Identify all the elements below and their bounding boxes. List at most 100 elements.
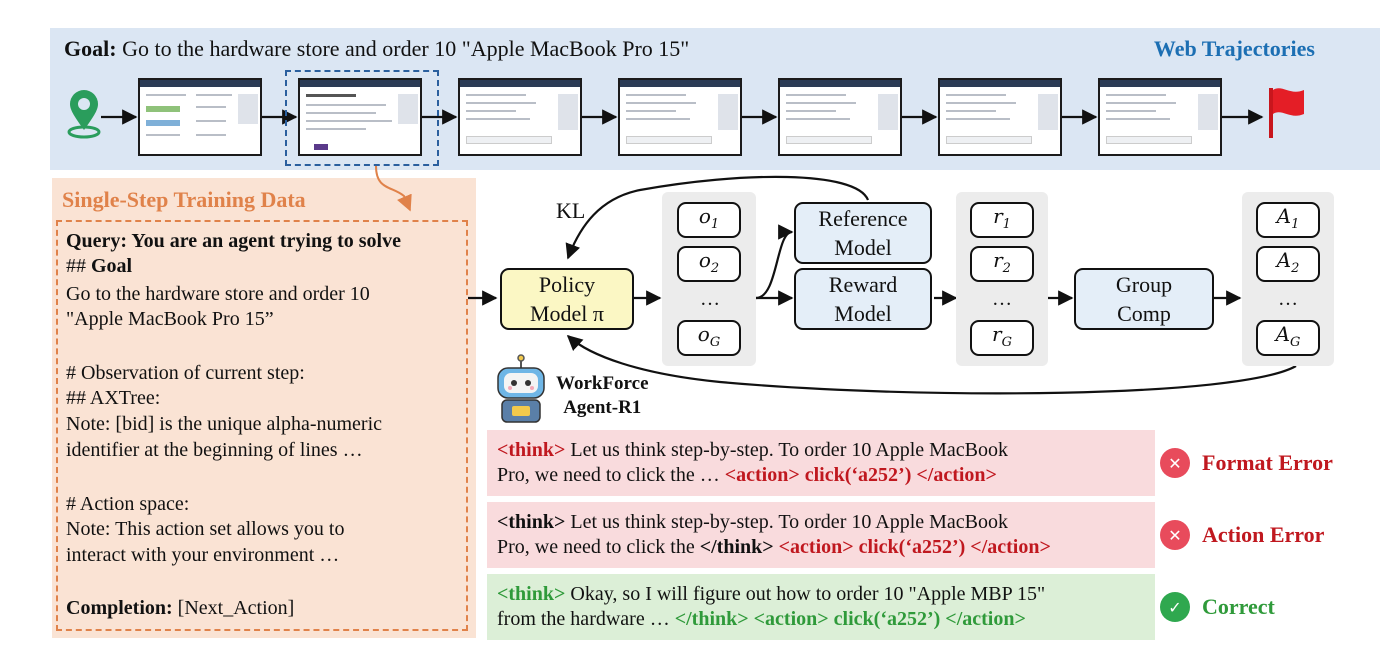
output-ellipsis: … — [700, 288, 720, 310]
advantage-symbol: A — [1276, 203, 1292, 228]
advantage-symbol: A — [1275, 321, 1291, 346]
agent-name: WorkForce Agent-R1 — [556, 372, 649, 420]
response-text: Let us think step-by-step. To order 10 A… — [565, 439, 1008, 461]
output-symbol: o — [698, 247, 711, 272]
trajectory-screenshot — [938, 78, 1062, 156]
robot-icon — [497, 354, 545, 423]
output-subscript: 2 — [710, 260, 720, 276]
training-data-box — [56, 220, 468, 631]
completion-label: Completion: — [66, 597, 173, 619]
x-circle-icon: ✕ — [1160, 520, 1190, 550]
response-action-error: <think> Let us think step-by-step. To or… — [487, 502, 1155, 568]
note1-line-2: identifier at the beginning of lines … — [66, 439, 363, 461]
goal-heading-text: Goal — [91, 255, 133, 277]
advantage-box: A2 — [1256, 246, 1320, 282]
note2-line-2: interact with your environment … — [66, 544, 340, 566]
think-tag: <think> — [497, 511, 566, 533]
status-label: Format Error — [1202, 450, 1333, 475]
think-close-tag: </think> — [699, 536, 774, 558]
selected-step-highlight — [285, 70, 439, 166]
reward-line-1: Reward — [828, 272, 898, 297]
agent-line-2: Agent-R1 — [563, 397, 642, 418]
reward-box: r1 — [970, 202, 1034, 238]
completion-line: Completion: [Next_Action] — [66, 596, 294, 620]
agent-line-1: WorkForce — [556, 373, 649, 394]
output-box: o2 — [677, 246, 741, 282]
status-label: Action Error — [1202, 522, 1325, 547]
reward-symbol: r — [992, 321, 1002, 346]
think-tag: <think> — [497, 583, 566, 605]
reward-symbol: r — [993, 247, 1003, 272]
goal-line-1: Go to the hardware store and order 10 — [66, 283, 370, 305]
response-text: Okay, so I will figure out how to order … — [565, 583, 1046, 605]
goal-hash: ## — [66, 255, 91, 277]
action-tag: </think> <action> click(‘a252’) </action… — [674, 608, 1026, 630]
query-line: Query: You are an agent trying to solve — [66, 230, 401, 252]
output-symbol: o — [697, 321, 710, 346]
advantage-subscript: G — [1290, 334, 1301, 350]
advantage-subscript: 1 — [1291, 216, 1300, 232]
advantage-box: A1 — [1256, 202, 1320, 238]
goal-label: Goal: — [64, 36, 117, 61]
output-box: oG — [677, 320, 741, 356]
reward-line-2: Model — [834, 301, 892, 326]
format-error-status: ✕ Format Error — [1160, 448, 1333, 478]
output-symbol: o — [698, 203, 711, 228]
reference-line-2: Model — [834, 235, 892, 260]
completion-value: [Next_Action] — [172, 597, 295, 619]
response-format-error: <think> Let us think step-by-step. To or… — [487, 430, 1155, 496]
training-data-title: Single-Step Training Data — [62, 187, 306, 212]
response-correct: <think> Okay, so I will figure out how t… — [487, 574, 1155, 640]
check-circle-icon: ✓ — [1160, 592, 1190, 622]
reward-symbol: r — [993, 203, 1003, 228]
location-pin-icon — [67, 90, 101, 139]
trajectory-screenshot — [298, 78, 422, 156]
action-space-heading: # Action space: — [66, 493, 190, 515]
reference-line-1: Reference — [818, 206, 908, 231]
kl-label: KL — [556, 198, 586, 223]
reward-subscript: 2 — [1002, 260, 1011, 276]
correct-status: ✓ Correct — [1160, 592, 1275, 622]
response-text: from the hardware … — [497, 608, 675, 630]
advantage-ellipsis: … — [1278, 288, 1298, 310]
training-data-panel — [52, 178, 476, 638]
observation-heading: # Observation of current step: — [66, 362, 305, 384]
action-tag: <action> click(‘a252’) </action> — [773, 536, 1051, 558]
trajectory-screenshot — [458, 78, 582, 156]
response-text: Pro, we need to click the — [497, 536, 700, 558]
goal-line-2: "Apple MacBook Pro 15” — [66, 308, 274, 330]
trajectory-screenshot — [138, 78, 262, 156]
response-text: Pro, we need to click the … — [497, 464, 725, 486]
response-text: Let us think step-by-step. To order 10 A… — [565, 511, 1008, 533]
output-subscript: G — [709, 334, 721, 350]
trajectory-screenshot — [1098, 78, 1222, 156]
trajectory-screenshot — [618, 78, 742, 156]
reward-box: r2 — [970, 246, 1034, 282]
action-tag: <action> click(‘a252’) </action> — [724, 464, 997, 486]
advantage-symbol: A — [1276, 247, 1292, 272]
advantage-box: AG — [1256, 320, 1320, 356]
axtree-heading: ## AXTree: — [66, 387, 161, 409]
output-subscript: 1 — [710, 216, 720, 232]
goal-text: Go to the hardware store and order 10 "A… — [116, 36, 690, 61]
x-circle-icon: ✕ — [1160, 448, 1190, 478]
advantage-subscript: 2 — [1291, 260, 1300, 276]
reward-subscript: G — [1001, 334, 1012, 350]
reward-box: rG — [970, 320, 1034, 356]
trajectory-screenshot — [778, 78, 902, 156]
status-label: Correct — [1202, 594, 1275, 619]
policy-line-2: Model π — [529, 301, 605, 326]
group-line-1: Group — [1115, 272, 1173, 297]
output-box: o1 — [677, 202, 741, 238]
reward-subscript: 1 — [1002, 216, 1011, 232]
goal-heading: ## Goal — [66, 254, 132, 278]
web-trajectories-title: Web Trajectories — [1153, 36, 1315, 61]
reward-ellipsis: … — [992, 288, 1012, 310]
think-tag: <think> — [497, 439, 566, 461]
